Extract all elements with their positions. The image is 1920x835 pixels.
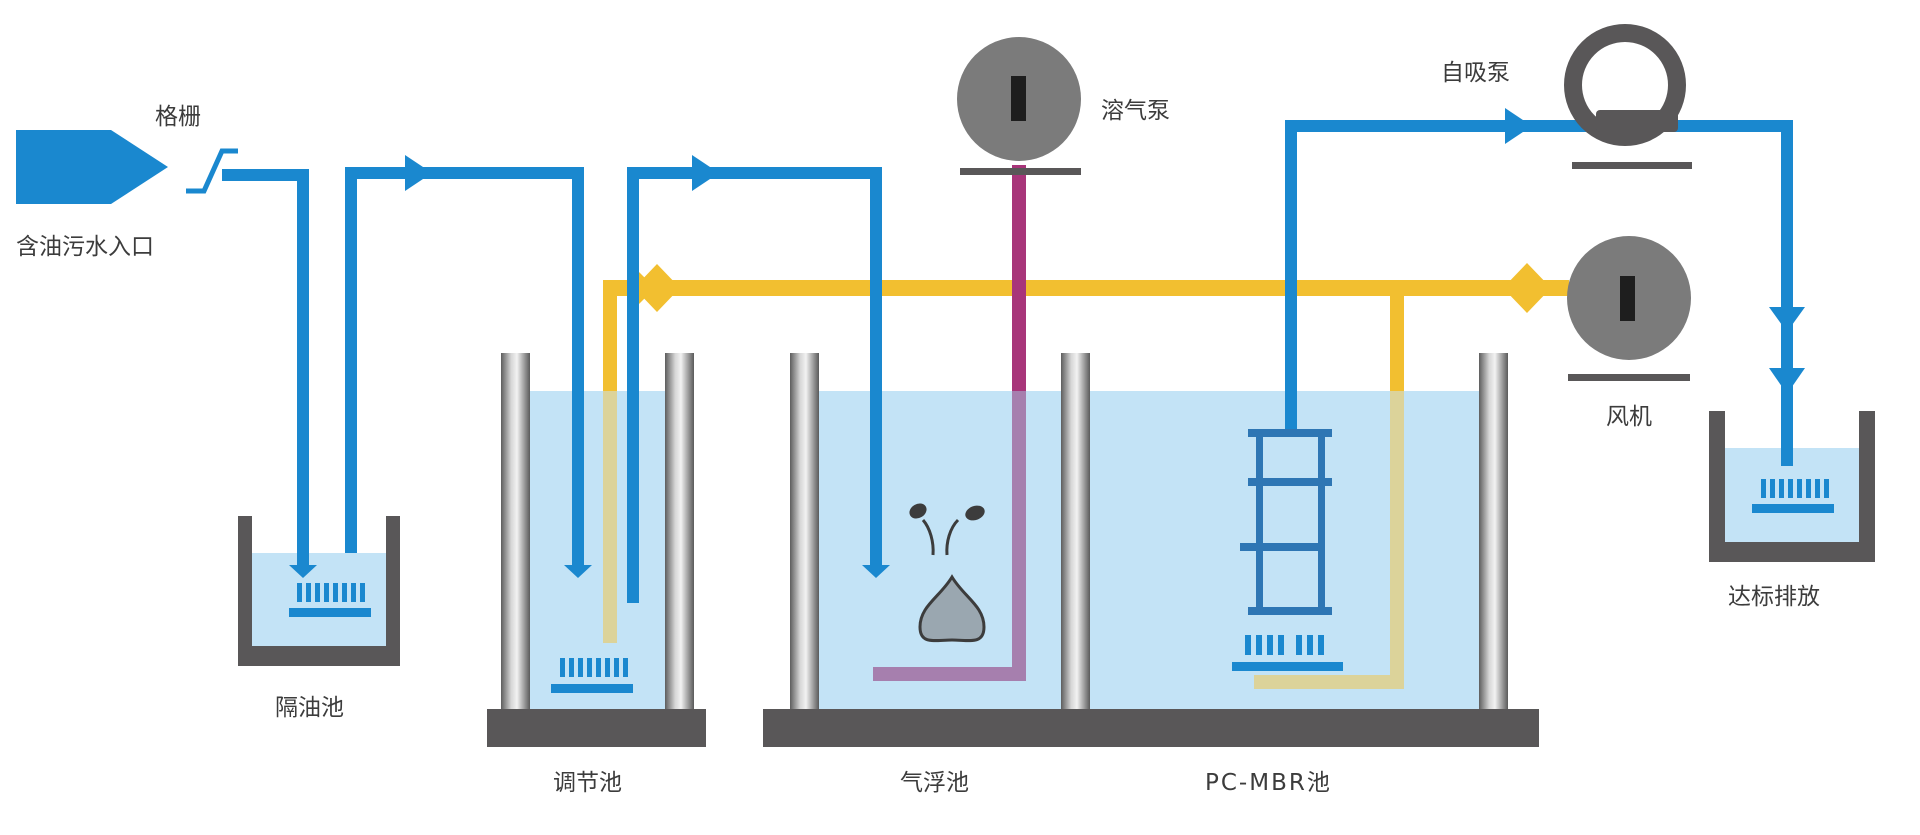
mbr-diffuser: [1232, 635, 1343, 671]
water-line: [222, 108, 1805, 603]
air-pipe-submerged-mbr: [1390, 391, 1404, 689]
gas-pipe: [1012, 165, 1026, 391]
self-priming-pump-icon: [1564, 24, 1692, 169]
air-flow-marker-right: [1503, 263, 1551, 313]
centrifugal-pump-icon: [957, 37, 1081, 175]
flotation-bubble-icon: [909, 503, 985, 556]
mbr-right-wall: [1479, 353, 1508, 709]
arrow-pentagon-icon: [16, 130, 168, 204]
inlet-label: 含油污水入口: [16, 234, 154, 260]
equalization-left-wall: [501, 353, 530, 709]
water-flow-arrow-5: [1769, 368, 1805, 394]
flotation-mbr-base: [763, 709, 1539, 747]
flotation-tank-label: 气浮池: [900, 770, 969, 796]
screen-grille-icon: [186, 148, 238, 194]
flotation-mbr-divider-wall: [1061, 353, 1090, 709]
equalization-tank-label: 调节池: [553, 770, 622, 796]
gas-pipe-submerged-bottom: [873, 667, 1026, 681]
mbr-tank-label: PC-MBR池: [1205, 770, 1332, 796]
oil-separator-label: 隔油池: [275, 695, 344, 721]
water-flow-arrow-1: [405, 155, 432, 191]
membrane-module-icon: [1240, 429, 1332, 615]
equalization-tank-base: [487, 709, 706, 747]
air-flow-marker-left-tip: [634, 264, 680, 312]
blower-fan-icon: [1567, 236, 1691, 381]
flotation-mbr-water: [815, 391, 1481, 709]
flotation-left-wall: [790, 353, 819, 709]
air-pipe-submerged-equalization: [603, 391, 617, 643]
self-priming-pump-label: 自吸泵: [1441, 60, 1510, 86]
discharge-tank: [1709, 411, 1875, 562]
dissolved-air-pump-label: 溶气泵: [1101, 98, 1170, 124]
water-flow-arrow-4: [1769, 307, 1805, 332]
discharge-label: 达标排放: [1728, 584, 1820, 610]
aeration-diffuser-icon: [289, 479, 1834, 693]
air-pipe-submerged-mbr-bottom: [1254, 675, 1404, 689]
oil-droplet-icon: [918, 574, 986, 643]
blower-label: 风机: [1606, 404, 1652, 430]
water-flow-arrow-2: [692, 155, 719, 191]
screen-label: 格栅: [155, 104, 201, 130]
equalization-tank-water: [528, 391, 670, 709]
water-flow-arrow-3: [1505, 108, 1532, 144]
gas-pipe-submerged: [1012, 391, 1026, 681]
oil-separator-tank: [238, 516, 400, 666]
equalization-right-wall: [665, 353, 694, 709]
